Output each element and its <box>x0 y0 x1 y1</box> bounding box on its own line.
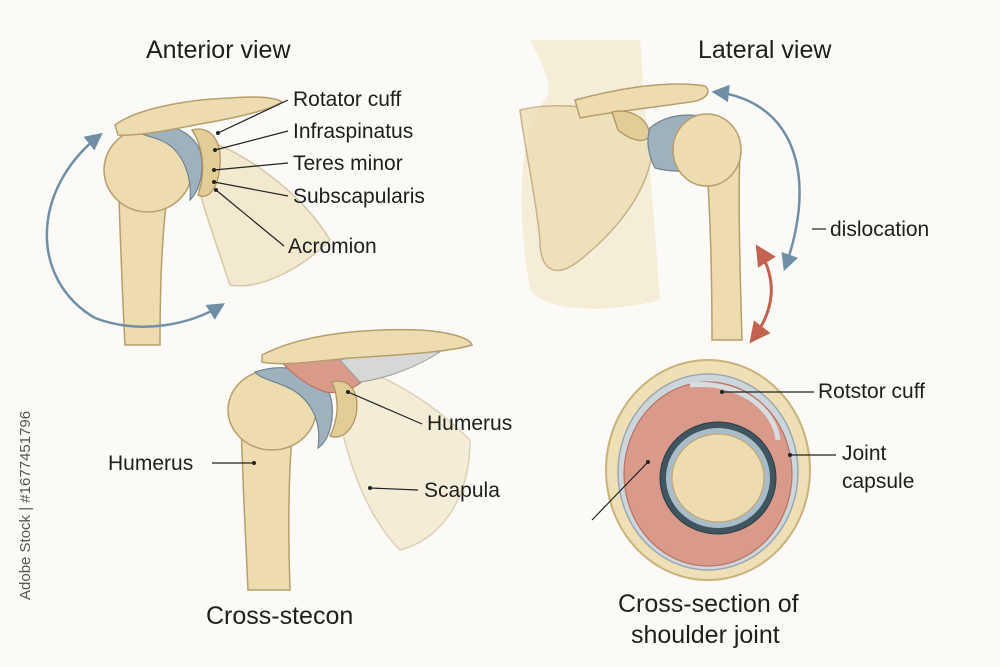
cross-section-leaders <box>591 390 836 521</box>
label-rotstor-cuff: Rotstor cuff <box>818 380 925 403</box>
label-humerus-left: Humerus <box>108 452 193 475</box>
cross-stecon-illustration <box>227 328 473 591</box>
label-teres-minor: Teres minor <box>293 152 403 175</box>
stock-watermark-text: Adobe Stock | #1677451796 <box>17 411 34 600</box>
cross-section-title-line1: Cross-section of <box>618 590 799 618</box>
anterior-leaders <box>212 99 289 247</box>
label-scapula: Scapula <box>424 479 500 502</box>
label-humerus-right: Humerus <box>427 412 512 435</box>
cross-section-illustration <box>605 359 811 581</box>
lateral-view-illustration <box>519 40 801 344</box>
lateral-view-title: Lateral view <box>698 36 832 64</box>
label-acromion: Acromion <box>288 235 377 258</box>
label-capsule: capsule <box>842 470 914 493</box>
anterior-view-illustration <box>45 96 331 346</box>
cross-section-title-line2: shoulder joint <box>631 621 780 649</box>
label-infraspinatus: Infraspinatus <box>293 120 413 143</box>
label-rotator-cuff: Rotator cuff <box>293 88 401 111</box>
cross-stecon-title: Cross-stecon <box>206 602 353 630</box>
cross-stecon-leaders <box>212 390 423 491</box>
label-subscapularis: Subscapularis <box>293 185 425 208</box>
label-dislocation: dislocation <box>830 218 929 241</box>
anterior-view-title: Anterior view <box>146 36 291 64</box>
label-joint: Joint <box>842 442 887 465</box>
